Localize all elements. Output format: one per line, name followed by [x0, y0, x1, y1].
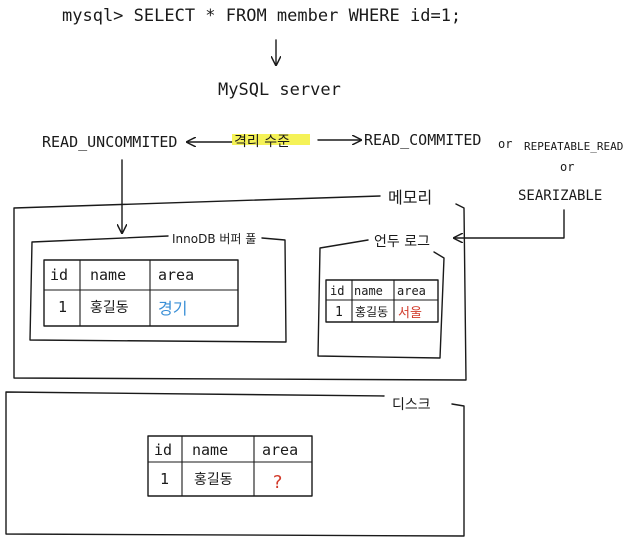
server-label: MySQL server: [218, 80, 341, 100]
undo-log-label: 언두 로그: [374, 234, 430, 250]
bp-cell-id: 1: [58, 298, 67, 316]
disk-header-area: area: [262, 441, 298, 459]
ul-header-name: name: [354, 284, 383, 298]
read-commited-label: READ_COMMITED: [364, 131, 481, 149]
disk-cell-name: 홍길동: [194, 472, 233, 488]
disk-label: 디스크: [392, 397, 431, 413]
or-label-2: or: [560, 160, 574, 174]
disk-header-name: name: [192, 441, 228, 459]
or-label-1: or: [498, 137, 512, 151]
ul-header-area: area: [397, 284, 426, 298]
repeatable-read-label: REPEATABLE_READ: [524, 140, 623, 153]
bp-cell-area: 경기: [158, 299, 187, 318]
disk-header-id: id: [154, 441, 172, 459]
ul-cell-name: 홍길동: [355, 305, 388, 319]
isolation-highlight: [232, 134, 310, 145]
read-uncommited-label: READ_UNCOMMITED: [42, 133, 177, 151]
ul-cell-area: 서울: [398, 306, 422, 321]
sql-query: mysql> SELECT * FROM member WHERE id=1;: [62, 6, 461, 26]
buffer-pool-label: InnoDB 버퍼 풀: [172, 232, 256, 246]
bp-header-name: name: [90, 266, 126, 284]
undo-log-box: [317, 239, 445, 359]
ul-header-id: id: [330, 284, 344, 298]
buffer-pool-table: id name area 1 홍길동 경기: [43, 259, 239, 327]
memory-label: 메모리: [388, 188, 432, 207]
isolation-level-label: 격리 수준: [234, 134, 290, 150]
undo-log-table: id name area 1 홍길동 서울: [325, 279, 439, 323]
bp-header-id: id: [50, 266, 68, 284]
ul-cell-id: 1: [335, 305, 343, 320]
searizable-label: SEARIZABLE: [518, 188, 602, 204]
arrow-to-undo-log: [455, 209, 565, 238]
memory-region: [13, 195, 467, 381]
disk-cell-area: ?: [272, 472, 283, 493]
buffer-pool-box: [29, 235, 287, 343]
bp-header-area: area: [158, 266, 194, 284]
disk-region: [5, 391, 465, 537]
disk-table: id name area 1 홍길동 ?: [147, 435, 313, 497]
disk-cell-id: 1: [160, 470, 169, 488]
bp-cell-name: 홍길동: [90, 300, 129, 316]
